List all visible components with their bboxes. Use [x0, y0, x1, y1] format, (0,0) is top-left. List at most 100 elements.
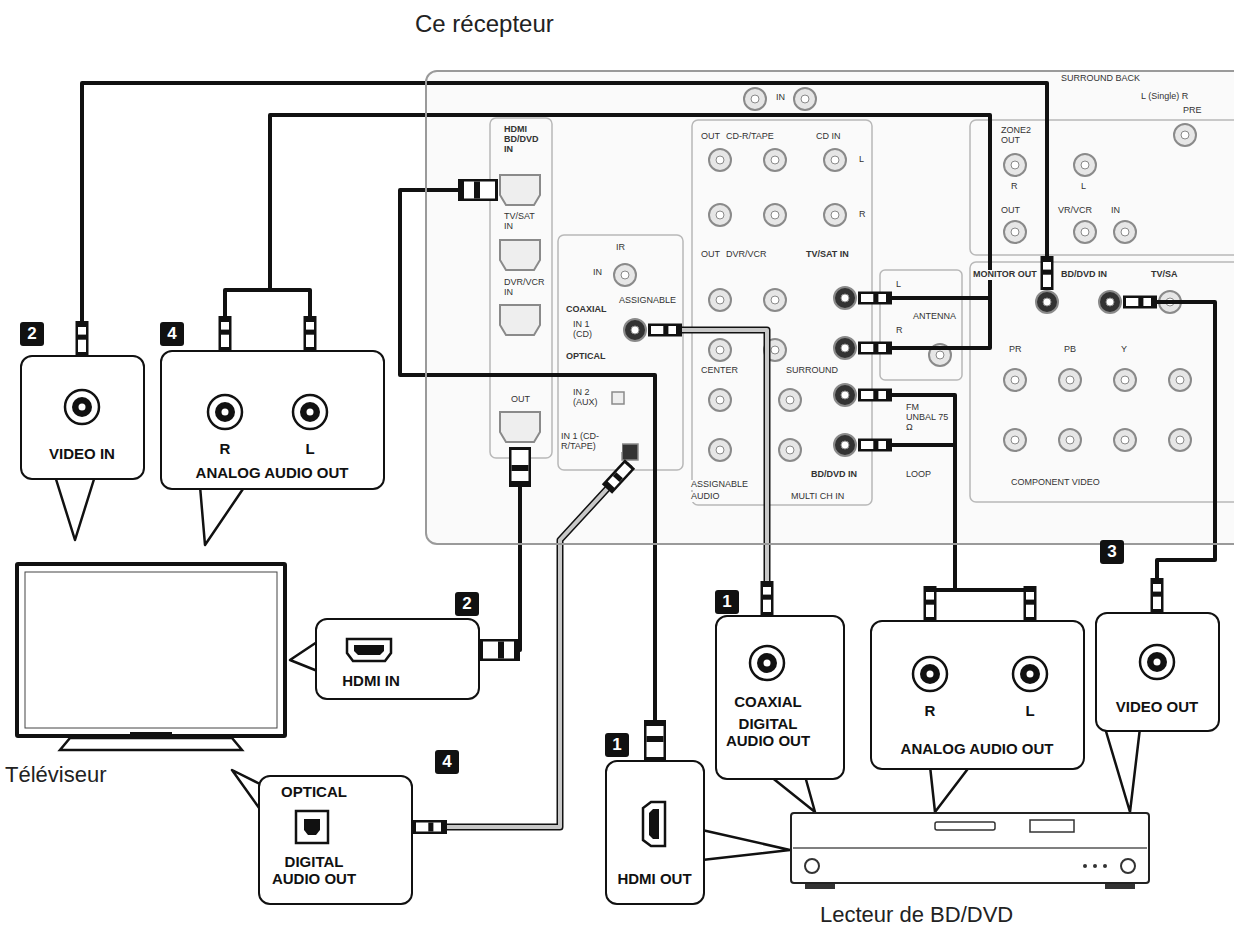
port-label: VIDEO OUT — [1097, 698, 1217, 715]
callout-number: 4 — [435, 750, 459, 774]
rca-jack — [1121, 436, 1129, 444]
cable-plug — [861, 344, 886, 352]
player-drawing — [1105, 884, 1135, 889]
cable-plug — [483, 642, 514, 659]
panel-label: BD/DVD IN — [1060, 270, 1108, 280]
rca-jack — [1106, 298, 1114, 306]
rca-jack — [1081, 228, 1089, 236]
cable-plug — [1126, 298, 1151, 306]
panel-label: CD-R/TAPE — [725, 132, 775, 142]
cable-plug — [78, 335, 86, 340]
rca-jack — [786, 396, 794, 404]
rca-jack — [716, 296, 724, 304]
device-name: Lecteur de BD/DVD — [820, 902, 1013, 927]
player-drawing — [1121, 859, 1135, 873]
rca-jack — [751, 95, 759, 103]
cable-plug — [644, 720, 666, 760]
rca-jack — [1114, 221, 1136, 243]
callout-bubble: VIDEO OUT — [1095, 612, 1220, 732]
port-label: HDMI IN — [317, 672, 425, 689]
cable-plug — [926, 600, 934, 605]
panel-label: L — [1080, 182, 1087, 192]
rca-jack — [1011, 228, 1019, 236]
cable-plug — [1026, 600, 1034, 605]
rca-jack — [841, 441, 849, 449]
panel-label: ASSIGNABLE — [690, 480, 749, 490]
rca-jack — [1176, 376, 1184, 384]
rca-jack — [614, 88, 1196, 461]
panel-label: HDMI BD/DVD IN — [503, 125, 547, 155]
panel-label: IN 1 (CD) — [572, 320, 610, 340]
optical-jack-icon — [296, 811, 328, 843]
callout-bubble: COAXIALDIGITAL AUDIO OUT — [715, 615, 845, 780]
cable — [1123, 302, 1215, 612]
callout-tail — [930, 766, 970, 812]
rca-jack-icon — [1140, 645, 1174, 679]
cable-plug — [858, 439, 892, 452]
player-drawing — [1030, 820, 1074, 832]
cable-plug — [1024, 586, 1037, 620]
rca-jack — [716, 396, 724, 404]
port-label: VIDEO IN — [22, 445, 142, 462]
rca-jack — [1121, 376, 1129, 384]
callout-bubble: HDMI IN — [315, 618, 480, 700]
panel-label: ZONE2 OUT — [1000, 126, 1032, 146]
tv-drawing — [130, 732, 172, 734]
rca-jack — [709, 204, 731, 226]
callout-bubble: OPTICALDIGITAL AUDIO OUT — [258, 775, 413, 905]
hdmi-jack — [500, 412, 540, 442]
rca-jack — [841, 391, 849, 399]
panel-label: OPTICAL — [565, 352, 607, 362]
cable-plug — [1153, 592, 1161, 597]
cable-plug — [647, 726, 664, 757]
panel-label: Y — [1120, 345, 1128, 355]
callout-tail — [770, 776, 815, 812]
cable-plug — [1041, 256, 1054, 290]
cable — [930, 590, 955, 620]
receiver-panel-art — [880, 270, 962, 380]
rca-jack-icon — [1013, 657, 1047, 691]
player-drawing — [935, 822, 995, 830]
cable-plug — [413, 820, 447, 834]
rca-jack — [764, 149, 786, 171]
hdmi-jack-icon — [643, 802, 665, 846]
rca-jack — [1011, 376, 1019, 384]
cable — [82, 83, 1047, 355]
callout-number: 2 — [455, 592, 479, 616]
panel-label: R — [895, 326, 904, 336]
rca-jack — [1181, 131, 1189, 139]
port-label: HDMI OUT — [607, 870, 702, 887]
rca-jack — [624, 319, 646, 341]
rca-jack — [709, 389, 731, 411]
cable-plug — [663, 326, 668, 334]
rca-jack — [1043, 298, 1051, 306]
callout-tail — [55, 476, 95, 540]
player-drawing — [1083, 864, 1087, 868]
cable-connector — [225, 115, 990, 350]
panel-label: ANTENNA — [912, 312, 957, 322]
callout-bubble: RLANALOG AUDIO OUT — [160, 350, 385, 490]
cable — [225, 290, 270, 350]
cable-plug — [428, 823, 433, 832]
cable-plug — [416, 823, 441, 832]
port-label: DIGITAL AUDIO OUT — [260, 853, 368, 888]
rca-jack — [841, 344, 849, 352]
panel-label: OUT — [700, 250, 721, 260]
hdmi-jack-icon — [347, 639, 391, 661]
tv-drawing — [25, 572, 277, 750]
panel-label: PR — [1008, 345, 1023, 355]
panel-label: TV/SAT IN — [503, 212, 547, 232]
callout-tail — [1105, 728, 1140, 812]
cable-plug — [304, 316, 317, 350]
cable-plug — [1138, 298, 1143, 306]
cable-plug — [474, 182, 480, 199]
player-drawing — [805, 884, 835, 889]
cable-plug — [858, 389, 892, 402]
cable — [858, 395, 955, 445]
panel-label: IN — [775, 93, 786, 103]
receiver-panel-art — [490, 118, 552, 458]
cable-plug — [306, 322, 314, 347]
rca-jack — [801, 95, 809, 103]
rca-jack — [716, 156, 724, 164]
